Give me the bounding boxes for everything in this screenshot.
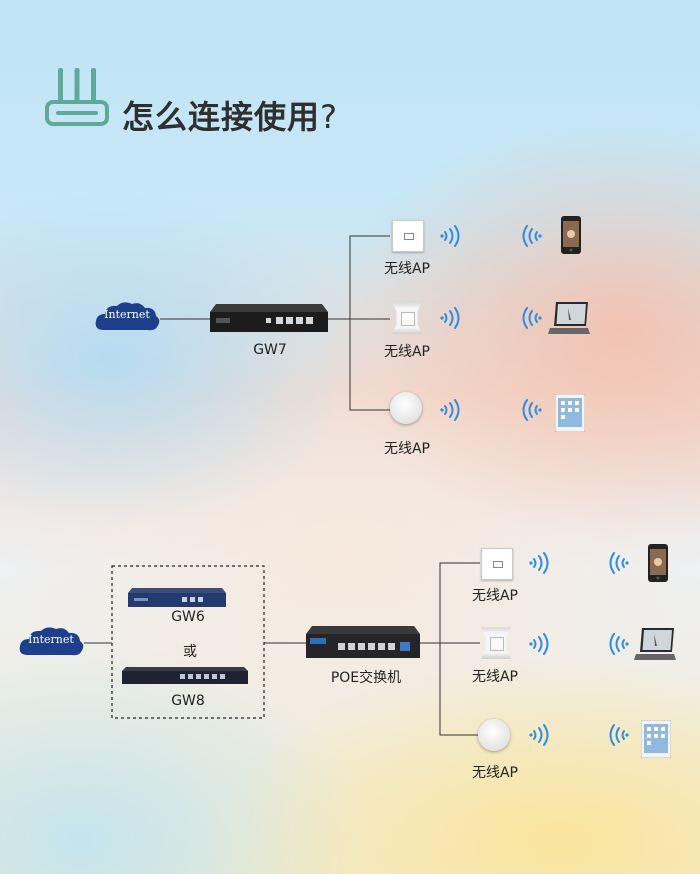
- ap-round-icon: [478, 719, 510, 751]
- ap-panel-icon: [392, 220, 424, 252]
- page-title: 怎么连接使用?: [122, 92, 338, 138]
- wifi-signal-icon: [522, 225, 542, 247]
- ap-panel-icon: [481, 548, 513, 580]
- wifi-signal-icon: [440, 399, 460, 421]
- poe-switch-icon: [306, 626, 420, 658]
- wifi-signal-icon: [529, 552, 549, 574]
- internet-label: Internet: [28, 633, 74, 646]
- cloud-icon: [19, 627, 84, 656]
- wifi-signal-icon: [440, 307, 460, 329]
- ap-ceiling-icon: [392, 302, 422, 334]
- wifi-signal-icon: [529, 633, 549, 655]
- gw6-label: GW6: [171, 609, 205, 625]
- internet-label: Internet: [104, 308, 150, 321]
- wifi-signal-icon: [609, 724, 629, 746]
- phone-icon: [648, 544, 668, 582]
- ap-label: 无线AP: [471, 669, 519, 685]
- laptop-icon: [634, 628, 676, 660]
- ap-label: 无线AP: [383, 344, 431, 360]
- gw6-gateway-icon: [128, 588, 226, 607]
- wifi-signal-icon: [522, 307, 542, 329]
- laptop-icon: [548, 302, 590, 334]
- internet-cloud: Internet: [92, 300, 162, 336]
- gw8-label: GW8: [171, 693, 205, 709]
- gw7-gateway-icon: [210, 304, 328, 332]
- ap-round-icon: [390, 392, 422, 424]
- phone-icon: [561, 216, 581, 254]
- gw8-gateway-icon: [122, 667, 248, 684]
- or-label: 或: [183, 644, 197, 660]
- internet-cloud: Internet: [16, 625, 86, 661]
- gw7-label: GW7: [253, 342, 287, 358]
- ap-ceiling-icon: [481, 627, 511, 659]
- wifi-signal-icon: [609, 552, 629, 574]
- title-main: 怎么连接使用: [122, 98, 321, 136]
- poe-switch-label: POE交换机: [330, 670, 402, 686]
- wifi-signal-icon: [440, 225, 460, 247]
- wifi-signal-icon: [529, 724, 549, 746]
- tablet-icon: [555, 394, 585, 432]
- wifi-signal-icon: [522, 399, 542, 421]
- tablet-icon: [641, 720, 671, 758]
- router-icon: [45, 68, 109, 126]
- ap-label: 无线AP: [471, 588, 519, 604]
- wifi-signal-icon: [609, 633, 629, 655]
- ap-label: 无线AP: [383, 261, 431, 277]
- ap-label: 无线AP: [383, 441, 431, 457]
- ap-label: 无线AP: [471, 765, 519, 781]
- title-question-mark: ?: [320, 98, 338, 136]
- cloud-icon: [95, 302, 160, 331]
